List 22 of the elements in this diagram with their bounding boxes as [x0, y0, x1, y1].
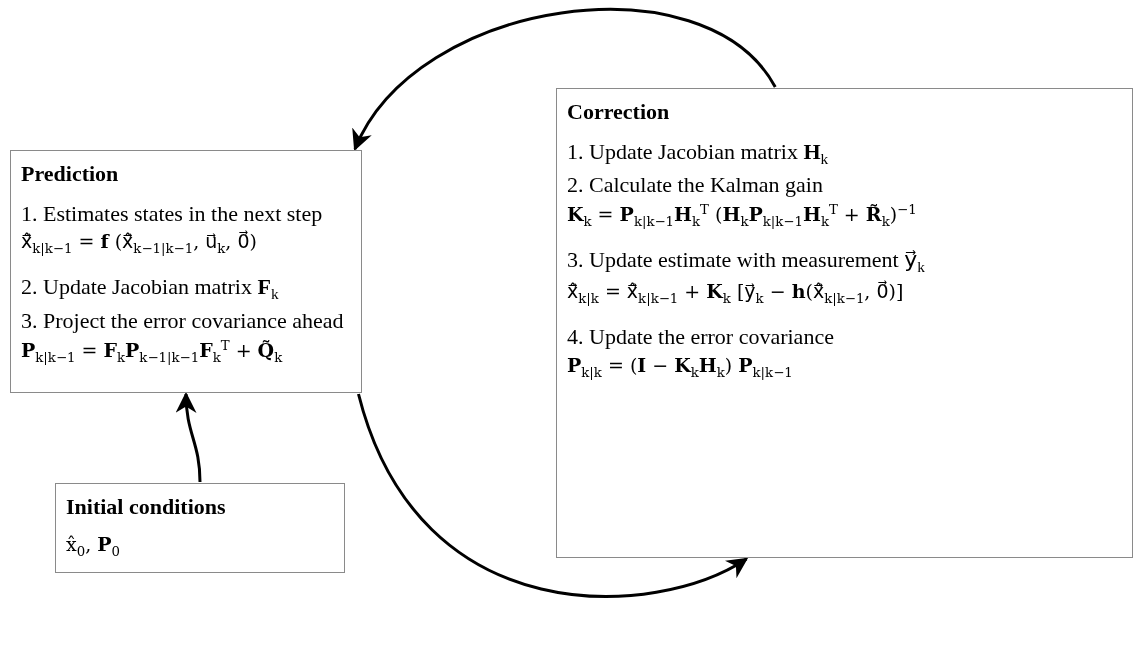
- step-box: [10, 150, 362, 393]
- step-text: 1. Estimates states in the next step: [21, 199, 324, 227]
- step-text: 1. Update Jacobian matrix H$_{k}$: [567, 137, 830, 169]
- formula: P$_{k|k−1}$ = F$_{k}$P$_{k−1|k−1}$F$_{k}$$^{T}$ + Q̃$_{k}$: [21, 337, 284, 367]
- step-text: 3. Update estimate with measurement y⃗$_{k}$: [567, 246, 926, 277]
- step-text: 3. Project the error covariance ahead: [21, 307, 345, 335]
- step-box: [55, 483, 345, 573]
- section-heading: Prediction: [21, 160, 120, 188]
- arrow: [353, 8, 777, 151]
- arrow: [176, 391, 202, 483]
- formula: x̂⃗$_{k|k}$ = x̂⃗$_{k|k−1}$ + K$_{k}$ [y⃗$_{k}$ − h(x̂⃗$_{k|k−1}$, 0⃗)]: [567, 280, 905, 308]
- step-text: 4. Update the error covariance: [567, 323, 835, 351]
- formula: x̂⃗$_{k|k−1}$ = f (x̂⃗$_{k−1|k−1}$, u⃗$_{k}$, 0⃗): [21, 230, 258, 258]
- formula: x̂$_{0}$, P$_{0}$: [66, 532, 122, 560]
- formula: P$_{k|k}$ = (I − K$_{k}$H$_{k}$) P$_{k|k−1}$: [567, 353, 794, 382]
- arrow: [357, 393, 749, 598]
- formula: K$_{k}$ = P$_{k|k−1}$H$_{k}$$^{T}$ (H$_{k}$P$_{k|k−1}$H$_{k}$$^{T}$ + R̃$_{k}$)$^{−1}$: [567, 201, 918, 231]
- section-heading: Correction: [567, 98, 671, 126]
- step-box: [556, 88, 1133, 558]
- step-text: 2. Update Jacobian matrix F$_{k}$: [21, 273, 280, 305]
- step-text: 2. Calculate the Kalman gain: [567, 171, 824, 199]
- section-heading: Initial conditions: [66, 493, 227, 521]
